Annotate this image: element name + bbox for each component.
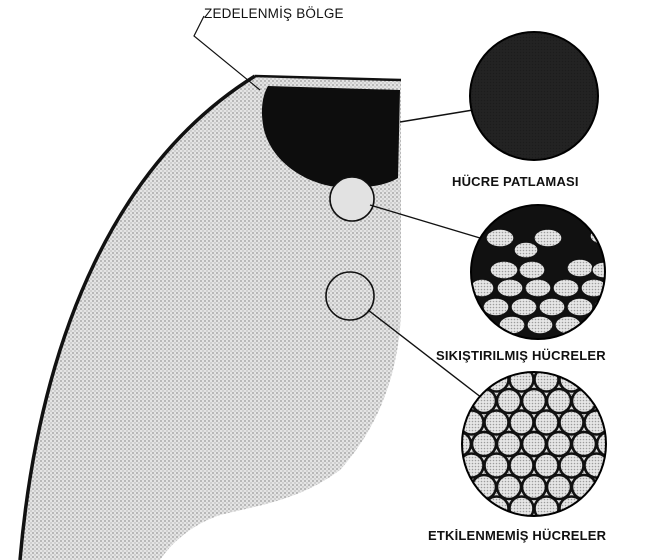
unaffected-cell	[447, 475, 471, 499]
unaffected-cell	[422, 432, 446, 456]
unaffected-cell	[585, 497, 609, 521]
damaged-zone-label: ZEDELENMİŞ BÖLGE	[204, 6, 344, 21]
unaffected-cells-magnified	[422, 346, 659, 542]
unaffected-cell	[460, 497, 484, 521]
unaffected-cell	[597, 389, 621, 413]
unaffected-cell	[422, 475, 446, 499]
unaffected-cell	[635, 368, 659, 392]
unaffected-cell	[435, 454, 459, 478]
unaffected-cell	[622, 389, 646, 413]
unaffected-cell	[585, 368, 609, 392]
compressed-cells-magnified	[470, 205, 618, 339]
unaffected-cell	[622, 432, 646, 456]
unaffected-cell	[422, 389, 446, 413]
compressed-sample-circle	[330, 177, 374, 221]
unaffected-cell	[622, 346, 646, 370]
unaffected-cell	[460, 368, 484, 392]
unaffected-cell	[610, 411, 634, 435]
unaffected-cell	[635, 454, 659, 478]
unaffected-cell	[635, 497, 659, 521]
unaffected-cell	[435, 497, 459, 521]
unaffected-cell	[610, 454, 634, 478]
unaffected-cells-label: ETKİLENMEMİŞ HÜCRELER	[428, 528, 606, 543]
burst-leader	[400, 110, 473, 122]
unaffected-cell	[635, 411, 659, 435]
unaffected-cell	[447, 389, 471, 413]
cell-burst-label: HÜCRE PATLAMASI	[452, 174, 579, 189]
unaffected-cell	[610, 497, 634, 521]
unaffected-cell	[622, 518, 646, 542]
unaffected-cell	[435, 411, 459, 435]
unaffected-cell	[597, 475, 621, 499]
unaffected-cell	[610, 368, 634, 392]
unaffected-cell	[622, 475, 646, 499]
cell-burst-magnified	[470, 32, 598, 160]
compressed-cells-label: SIKIŞTIRILMIŞ HÜCRELER	[436, 348, 606, 363]
